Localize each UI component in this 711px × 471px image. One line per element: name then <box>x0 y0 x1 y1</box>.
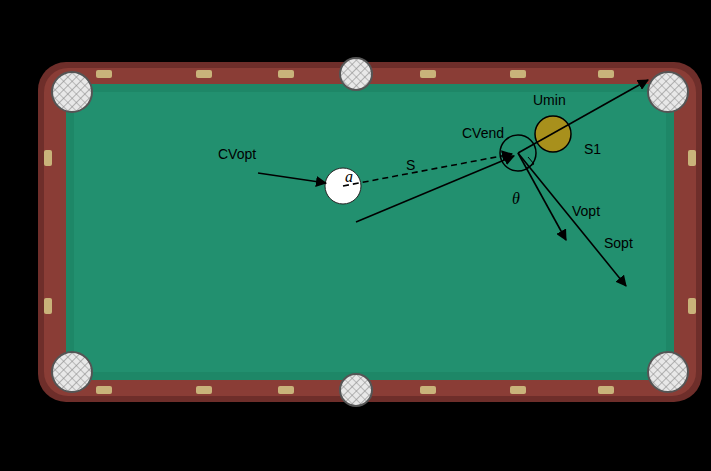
vector-label: S1 <box>584 142 601 157</box>
angle-label: a <box>345 168 353 186</box>
rail-sights <box>44 70 696 394</box>
pockets <box>52 58 688 406</box>
felt <box>66 84 674 380</box>
angle-label: θ <box>512 190 520 208</box>
ball-label: Umin <box>533 93 566 108</box>
vector-label: Sopt <box>604 236 633 251</box>
felt-inner <box>74 92 666 372</box>
vector-label: Vopt <box>572 204 600 219</box>
ball-label: CVend <box>462 126 504 141</box>
vector-label: S <box>406 158 415 173</box>
rail <box>38 62 702 402</box>
ball-label: CVopt <box>218 147 256 162</box>
vectors <box>258 80 648 286</box>
rail-top <box>44 68 696 396</box>
